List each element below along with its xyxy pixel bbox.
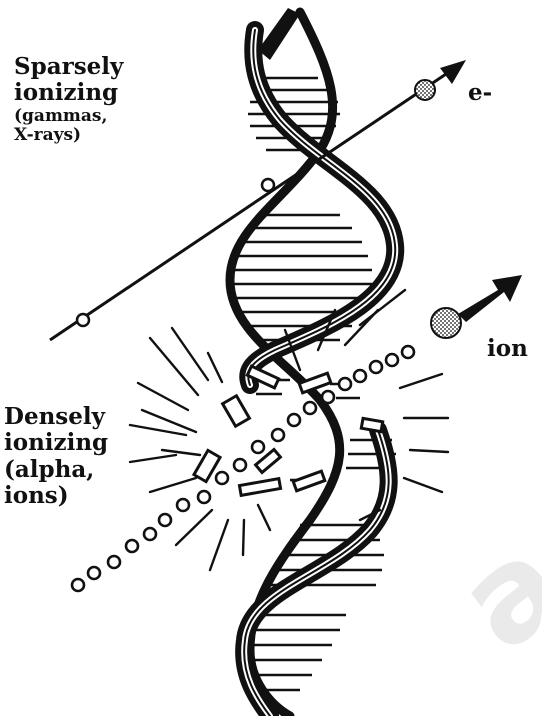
- burst-lines: [138, 290, 448, 570]
- ion-projectile: [431, 275, 522, 338]
- sparse-label-line4: X-rays): [14, 126, 123, 146]
- dense-label-line3: (alpha,: [4, 457, 108, 483]
- dense-label-line1: Densely: [4, 404, 108, 430]
- ion-label: ion: [487, 336, 528, 362]
- sparse-label-line2: ionizing: [14, 80, 123, 106]
- dense-ionizing-label: Densely ionizing (alpha, ions): [4, 404, 108, 510]
- sparse-label-line3: (gammas,: [14, 107, 123, 127]
- sparse-ionizing-label: Sparsely ionizing (gammas, X-rays): [14, 54, 123, 146]
- electron-label: e-: [468, 80, 492, 106]
- dense-label-leaders: [130, 425, 186, 462]
- dense-label-line2: ionizing: [4, 430, 108, 456]
- sparse-label-line1: Sparsely: [14, 54, 123, 80]
- dense-label-line4: ions): [4, 483, 108, 509]
